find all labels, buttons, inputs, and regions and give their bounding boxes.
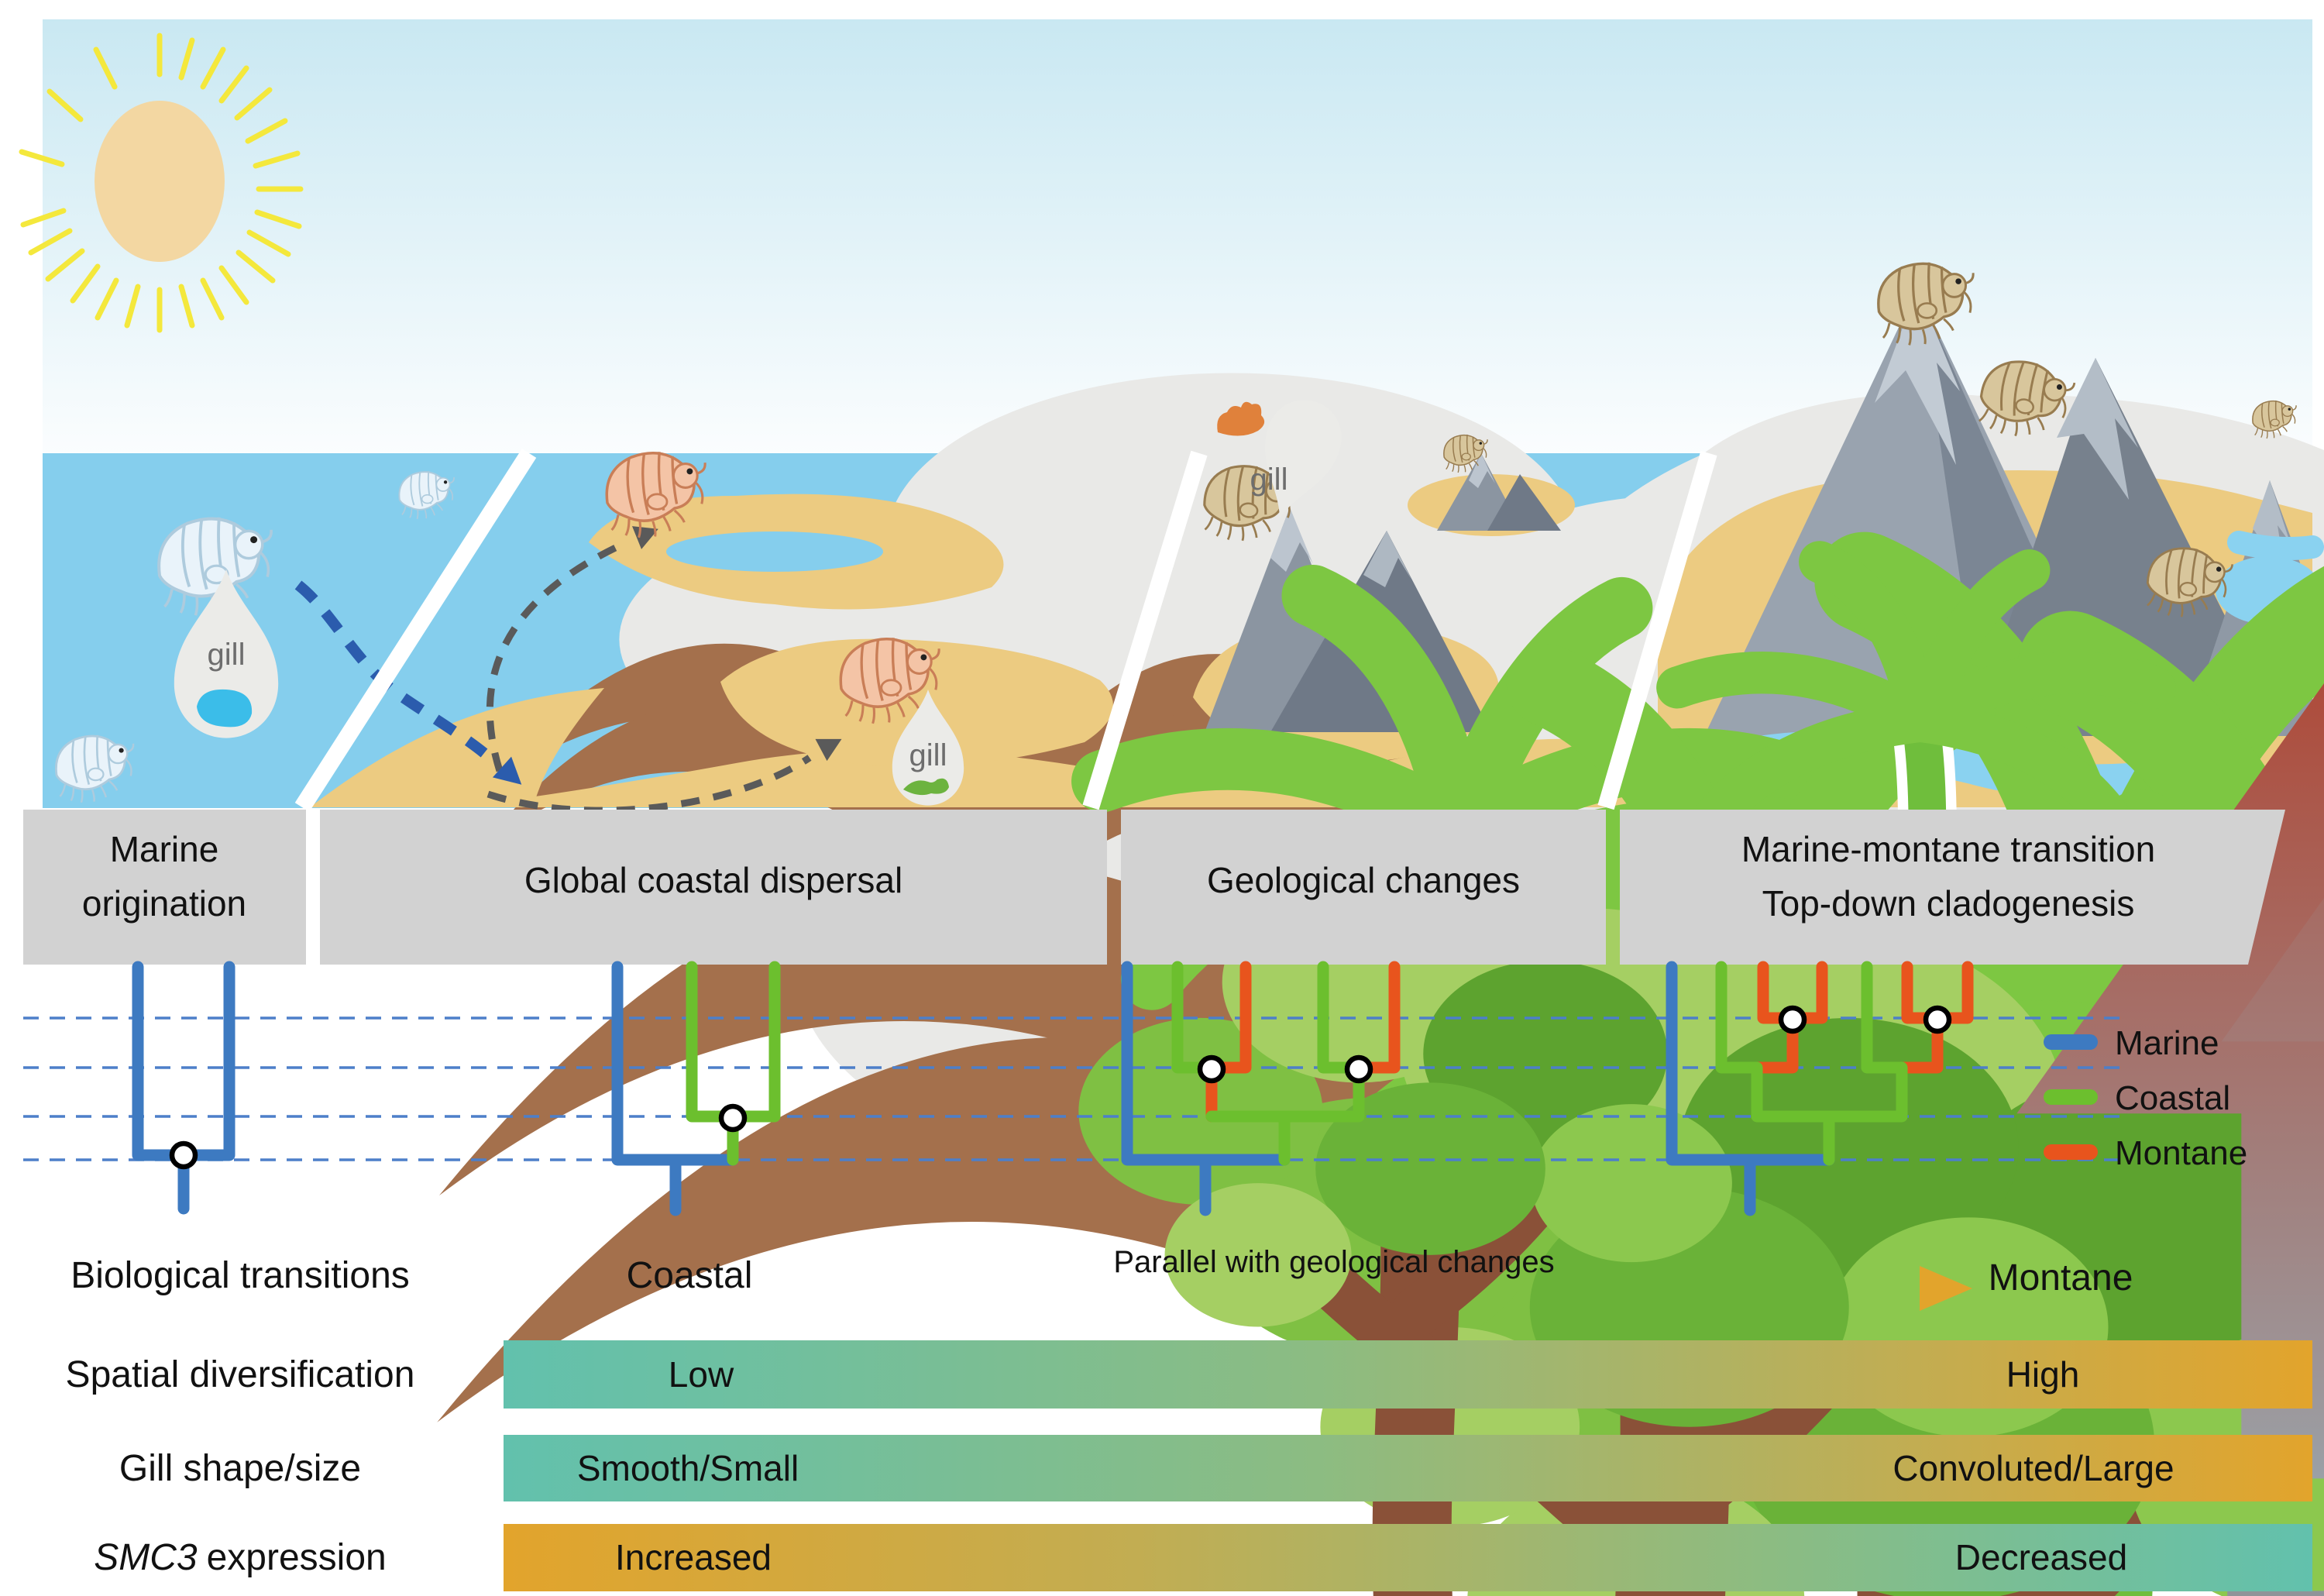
legend-swatch-montane	[2044, 1144, 2098, 1160]
tree-geological	[1121, 961, 1401, 1216]
gill-label: gill	[909, 738, 947, 772]
row-label-spatial: Spatial diversification	[66, 1354, 415, 1395]
arrowhead	[815, 738, 842, 762]
smooth-gill-shape	[197, 689, 253, 727]
tree-marine	[132, 961, 235, 1215]
band-marine	[23, 810, 306, 965]
smc3-gene: SMC3	[94, 1537, 198, 1578]
arrowhead	[632, 526, 658, 549]
gill-gradient-bar	[504, 1435, 2312, 1501]
time-gridlines	[23, 1016, 2129, 1161]
panel4-label-line2: Top-down cladogenesis	[1762, 883, 2135, 924]
transition-node	[1344, 1054, 1373, 1084]
legend-label-montane: Montane	[2115, 1134, 2247, 1172]
legend-swatch-marine	[2044, 1034, 2098, 1050]
coastal-islands	[310, 494, 1113, 807]
sun-icon	[19, 33, 304, 333]
coastal-gill-shape	[903, 778, 949, 796]
dispersal-arrows	[486, 540, 812, 814]
row-label-transitions: Biological transitions	[70, 1255, 410, 1296]
transition-node	[1197, 1054, 1226, 1084]
legend-label-marine: Marine	[2115, 1024, 2219, 1062]
gill-callout-marine: gill	[174, 569, 279, 738]
transition-arrow	[294, 580, 488, 758]
gill-label: gill	[1250, 463, 1288, 497]
spatial-diversification-row: Spatial diversification Low High	[66, 1340, 2312, 1409]
smc3-gradient-bar	[504, 1524, 2312, 1591]
band-geological	[1121, 810, 1606, 965]
panel1-label-line2: origination	[82, 883, 246, 924]
arrowhead	[1920, 1266, 1972, 1311]
transition-start: Coastal	[627, 1255, 753, 1296]
gill-label: gill	[208, 638, 246, 672]
gill-right-value: Convoluted/Large	[1893, 1448, 2174, 1488]
transition-node	[718, 1103, 748, 1133]
band-coastal	[320, 810, 1107, 965]
panel4-label-line1: Marine-montane transition	[1741, 829, 2155, 869]
spatial-right-value: High	[2006, 1354, 2080, 1395]
panel2-label: Global coastal dispersal	[524, 860, 902, 900]
arrowhead	[492, 756, 522, 785]
spatial-left-value: Low	[669, 1354, 734, 1395]
panel3-label: Geological changes	[1207, 860, 1520, 900]
transition-node	[1923, 1005, 1952, 1034]
spatial-gradient-bar	[504, 1340, 2312, 1409]
smc3-rest: expression	[207, 1537, 387, 1578]
row-label-gill: Gill shape/size	[119, 1448, 361, 1489]
gill-left-value: Smooth/Small	[577, 1448, 799, 1488]
stage-band: Marine origination Global coastal disper…	[23, 810, 2285, 965]
transition-arrow-caption: Parallel with geological changes	[1113, 1245, 1554, 1279]
gill-callout-montane: gill	[1217, 390, 1351, 529]
convoluted-gill-shape	[1217, 401, 1265, 436]
transition-node	[1778, 1005, 1807, 1034]
legend-swatch-coastal	[2044, 1089, 2098, 1105]
scene-illustration: gill gill gill	[19, 19, 2324, 1596]
gill-callout-coastal: gill	[892, 690, 964, 806]
transition-node	[169, 1140, 198, 1170]
panel-dividers	[294, 449, 1717, 812]
phylogeny-section: Marine Coastal Montane	[23, 961, 2247, 1216]
smc3-left-value: Increased	[615, 1537, 772, 1577]
panel1-label-line1: Marine	[110, 829, 219, 869]
legend: Marine Coastal Montane	[2044, 1024, 2247, 1172]
band-montane	[1620, 810, 2285, 965]
tree-coastal	[611, 961, 781, 1216]
gill-shape-row: Gill shape/size Smooth/Small Convoluted/…	[119, 1435, 2312, 1501]
tree-montane	[1666, 961, 1974, 1216]
smc3-right-value: Decreased	[1955, 1537, 2127, 1577]
biological-transitions-row: Biological transitions Coastal Parallel …	[70, 1245, 2133, 1311]
transition-end: Montane	[1989, 1257, 2133, 1298]
legend-label-coastal: Coastal	[2115, 1079, 2230, 1117]
